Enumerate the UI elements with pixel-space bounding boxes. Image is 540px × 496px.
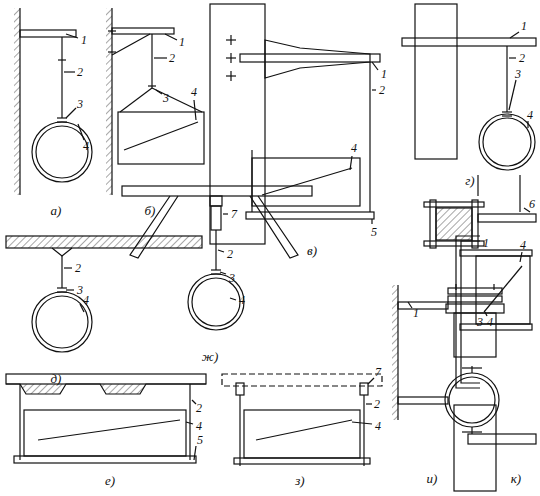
callout-number: 2 <box>226 248 234 260</box>
callout-number: 3 <box>162 92 170 104</box>
figure-letter: г) <box>464 174 475 187</box>
callout-number: 4 <box>350 142 358 154</box>
callout-number: 4 <box>190 86 198 98</box>
figure-k <box>454 236 536 491</box>
callout-number: 1 <box>380 68 388 80</box>
callout-number: 4 <box>82 294 90 306</box>
figure-letter: ж) <box>201 350 219 363</box>
callout-number: 2 <box>195 402 203 414</box>
callout-number: 3 <box>76 284 84 296</box>
figure-b <box>106 8 204 195</box>
figure-letter: и) <box>426 472 439 485</box>
callout-number: 4 <box>82 140 90 152</box>
figure-e <box>6 374 206 463</box>
callout-number: 4 <box>486 316 494 328</box>
figure-i <box>392 284 504 434</box>
callout-number: 2 <box>74 262 82 274</box>
callout-number: 3 <box>228 272 236 284</box>
callout-number: 1 <box>482 237 490 249</box>
callout-number: 4 <box>374 420 382 432</box>
figure-letter: д) <box>50 372 63 385</box>
callout-number: 5 <box>196 434 204 446</box>
figure-zh <box>122 186 312 330</box>
callout-number: 2 <box>378 84 386 96</box>
figure-z <box>222 374 382 466</box>
callout-number: 1 <box>80 34 88 46</box>
figure-v <box>210 4 380 244</box>
callout-number: 3 <box>514 68 522 80</box>
callout-number: 3 <box>76 98 84 110</box>
callout-number: 4 <box>526 109 534 121</box>
callout-number: 7 <box>374 366 382 378</box>
callout-number: 1 <box>520 20 528 32</box>
figure-letter: а) <box>50 204 63 217</box>
figure-letter: з) <box>294 474 305 487</box>
callout-number: 2 <box>168 52 176 64</box>
callout-number: 7 <box>230 208 238 220</box>
callout-number: 2 <box>76 66 84 78</box>
callout-number: 4 <box>238 294 246 306</box>
callout-number: 4 <box>519 239 527 251</box>
callout-number: 6 <box>528 198 536 210</box>
callout-number: 1 <box>178 36 186 48</box>
figure-letter: б) <box>144 204 157 217</box>
figure-a <box>14 8 92 195</box>
callout-number: 5 <box>370 226 378 238</box>
figure-letter: в) <box>306 244 318 257</box>
figure-g <box>402 4 536 248</box>
figure-d <box>6 236 202 352</box>
callout-number: 1 <box>412 307 420 319</box>
figure-letter: е) <box>104 474 116 487</box>
callout-number: 2 <box>518 52 526 64</box>
callout-number: 2 <box>373 398 381 410</box>
callout-number: 4 <box>195 420 203 432</box>
callout-number: 3 <box>476 316 484 328</box>
figure-letter: к) <box>510 472 522 485</box>
